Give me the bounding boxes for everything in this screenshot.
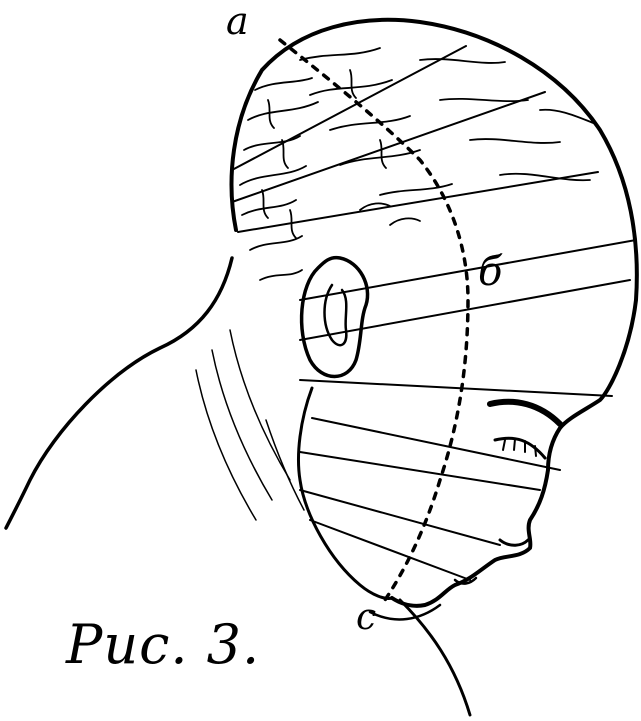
point-label-b: б — [478, 252, 502, 292]
eyebrow — [490, 402, 560, 424]
ear-outline — [302, 258, 368, 377]
neck-back-outline — [6, 258, 232, 528]
hair-texture — [240, 48, 596, 280]
point-label-a: a — [226, 2, 249, 40]
figure-caption: Рис. 3. — [66, 618, 260, 672]
measurement-dashed-curve — [280, 40, 468, 600]
eyelashes — [503, 439, 536, 456]
nostril — [500, 540, 528, 545]
neck-shading — [196, 330, 304, 520]
head-outline — [232, 20, 637, 606]
point-label-c: c — [356, 600, 376, 636]
